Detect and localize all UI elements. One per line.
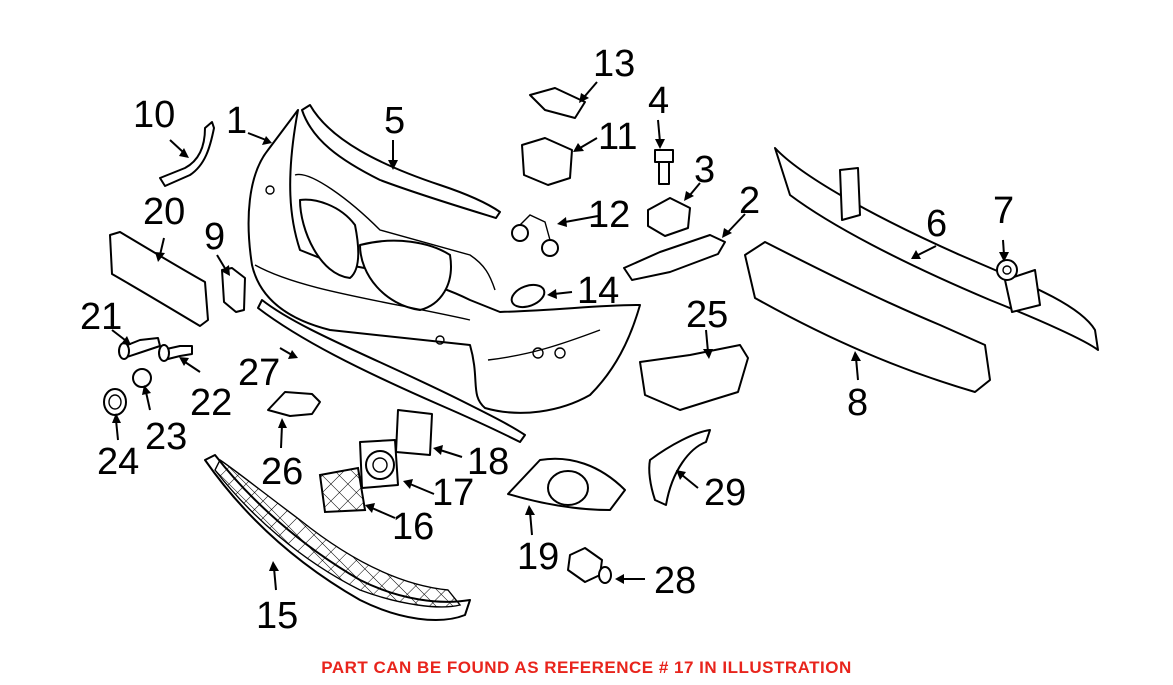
callout-19: 19: [517, 536, 560, 578]
fog-grille-mesh-part: [318, 466, 367, 514]
screw-part: [158, 344, 193, 362]
callout-7: 7: [993, 190, 1015, 232]
nut-clip-part: [647, 197, 691, 237]
fog-light-frame-part: [359, 439, 399, 489]
callout-9: 9: [204, 216, 226, 258]
callout-13: 13: [593, 43, 636, 85]
grommet-part: [103, 388, 127, 416]
callout-29: 29: [704, 472, 747, 514]
reinforcement-bar-part: [774, 147, 1099, 351]
callout-14: 14: [577, 270, 620, 312]
callout-11: 11: [598, 116, 638, 158]
callout-8: 8: [847, 382, 869, 424]
top-bracket-part: [529, 87, 586, 119]
bumper-cover-part: [247, 109, 641, 414]
fog-light-bezel-part: [507, 457, 626, 511]
callout-23: 23: [145, 416, 188, 458]
tow-hook-cap-part: [510, 283, 546, 309]
license-plate-bracket-part: [109, 231, 209, 327]
hex-nut-part: [996, 259, 1018, 281]
callout-5: 5: [384, 100, 406, 142]
callout-28: 28: [654, 560, 697, 602]
callout-20: 20: [143, 191, 186, 233]
lower-grille-part: [204, 454, 471, 621]
callout-1: 1: [226, 100, 248, 142]
clip-plate-part: [221, 267, 246, 313]
callout-17: 17: [432, 472, 475, 514]
callout-2: 2: [739, 180, 761, 222]
lower-spoiler-strip-part: [257, 299, 526, 443]
washer-part: [132, 368, 152, 388]
callout-21: 21: [80, 296, 123, 338]
mounting-bracket-part: [623, 234, 726, 281]
callout-3: 3: [694, 149, 716, 191]
mount-clip-part: [521, 137, 573, 186]
reference-note: PART CAN BE FOUND AS REFERENCE # 17 IN I…: [321, 658, 852, 677]
leader-lines: [111, 81, 1009, 591]
callout-26: 26: [261, 451, 304, 493]
callout-16: 16: [392, 506, 435, 548]
upper-trim-strip-part: [301, 104, 501, 219]
bolt-part: [654, 149, 674, 185]
parking-sensor-part: [567, 547, 612, 584]
callout-25: 25: [686, 294, 729, 336]
air-duct-part: [639, 344, 749, 411]
callout-15: 15: [256, 595, 299, 637]
dual-bracket-part: [511, 214, 559, 257]
callout-18: 18: [467, 441, 510, 483]
side-reflector-part: [648, 429, 711, 506]
callout-22: 22: [190, 382, 233, 424]
callout-12: 12: [588, 194, 631, 236]
side-bracket-part: [159, 121, 215, 187]
energy-absorber-part: [744, 241, 991, 393]
cover-plate-part: [395, 409, 433, 456]
callout-10: 10: [133, 94, 176, 136]
callout-27: 27: [238, 352, 281, 394]
callout-4: 4: [648, 80, 670, 122]
callout-6: 6: [926, 203, 948, 245]
callout-24: 24: [97, 441, 140, 483]
lower-bracket-part: [267, 391, 321, 417]
